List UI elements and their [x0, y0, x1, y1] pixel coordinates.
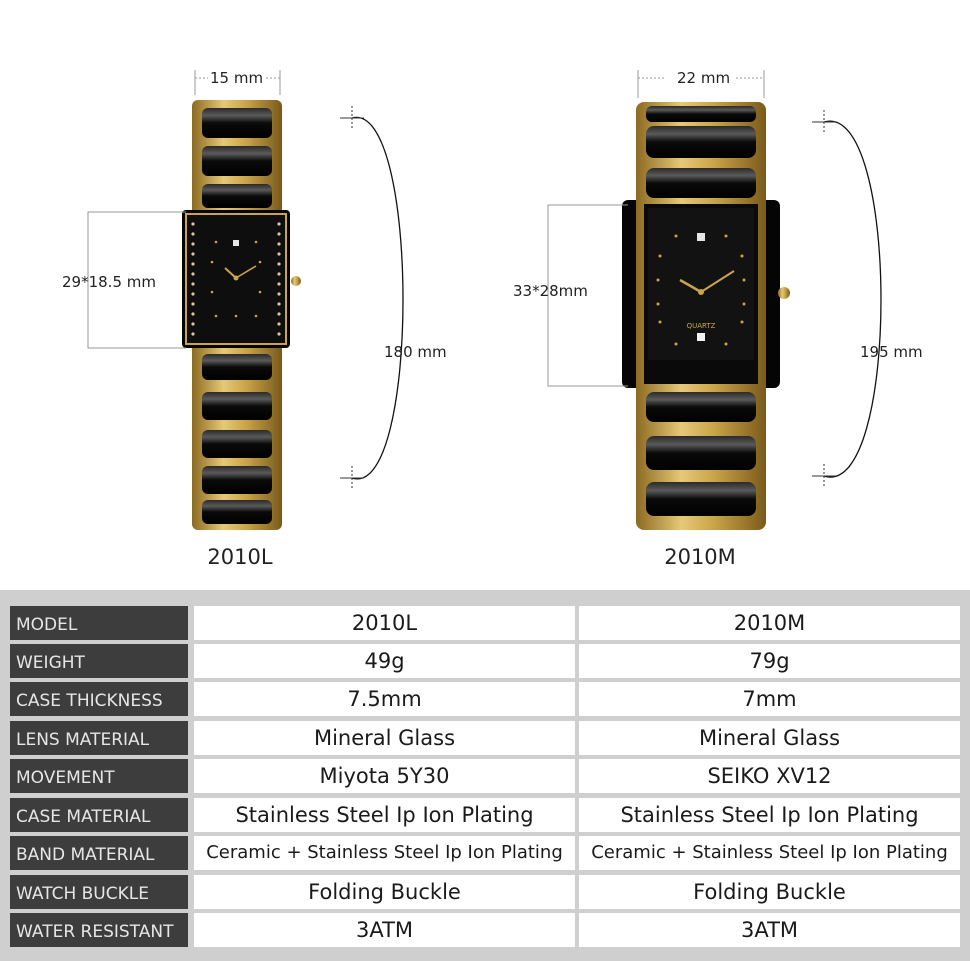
- spec-value-2010l: Ceramic + Stainless Steel Ip Ion Plating: [194, 836, 575, 870]
- length-label-2010m: 195 mm: [860, 343, 923, 361]
- spec-row-watch-buckle: WATCH BUCKLE Folding Buckle Folding Buck…: [10, 875, 970, 909]
- length-label-2010l: 180 mm: [384, 343, 447, 361]
- spec-value-2010m: 79g: [579, 644, 960, 678]
- spec-value-2010m: Folding Buckle: [579, 875, 960, 909]
- spec-value-2010m: 7mm: [579, 682, 960, 716]
- spec-row-band-material: BAND MATERIAL Ceramic + Stainless Steel …: [10, 836, 970, 870]
- spec-label: WATCH BUCKLE: [10, 875, 188, 909]
- spec-value-2010m: 3ATM: [579, 913, 960, 947]
- spec-value-2010l: 3ATM: [194, 913, 575, 947]
- watches-drawing: QUARTZ: [87, 70, 882, 530]
- spec-label: MODEL: [10, 606, 188, 640]
- product-illustration-area: QUARTZ 15 mm 29*18.5 mm 180 mm 2010L 22 …: [62, 69, 923, 569]
- spec-value-2010l: Folding Buckle: [194, 875, 575, 909]
- watch-2010m: QUARTZ: [547, 70, 882, 530]
- spec-label: MOVEMENT: [10, 759, 188, 793]
- spec-table: MODEL 2010L 2010M WEIGHT 49g 79g CASE TH…: [0, 590, 970, 961]
- spec-value-2010l: 2010L: [194, 606, 575, 640]
- spec-row-movement: MOVEMENT Miyota 5Y30 SEIKO XV12: [10, 759, 970, 793]
- spec-value-2010l: 7.5mm: [194, 682, 575, 716]
- spec-row-water-resistant: WATER RESISTANT 3ATM 3ATM: [10, 913, 970, 947]
- spec-label: CASE MATERIAL: [10, 798, 188, 832]
- spec-label: WEIGHT: [10, 644, 188, 678]
- case-size-label-2010l: 29*18.5 mm: [62, 273, 156, 291]
- spec-label: LENS MATERIAL: [10, 721, 188, 755]
- watch-2010l: [87, 70, 404, 530]
- spec-row-lens-material: LENS MATERIAL Mineral Glass Mineral Glas…: [10, 721, 970, 755]
- spec-value-2010l: Stainless Steel Ip Ion Plating: [194, 798, 575, 832]
- spec-label: CASE THICKNESS: [10, 682, 188, 716]
- spec-row-weight: WEIGHT 49g 79g: [10, 644, 970, 678]
- width-label-2010l: 15 mm: [210, 69, 264, 87]
- spec-value-2010m: Mineral Glass: [579, 721, 960, 755]
- case-size-label-2010m: 33*28mm: [513, 282, 588, 300]
- spec-value-2010l: 49g: [194, 644, 575, 678]
- spec-row-model: MODEL 2010L 2010M: [10, 606, 970, 640]
- spec-row-case-thickness: CASE THICKNESS 7.5mm 7mm: [10, 682, 970, 716]
- spec-value-2010l: Mineral Glass: [194, 721, 575, 755]
- dial-text: QUARTZ: [687, 322, 716, 330]
- width-label-2010m: 22 mm: [677, 69, 731, 87]
- spec-row-case-material: CASE MATERIAL Stainless Steel Ip Ion Pla…: [10, 798, 970, 832]
- spec-value-2010m: 2010M: [579, 606, 960, 640]
- model-caption-2010l: 2010L: [207, 545, 273, 569]
- spec-value-2010m: Stainless Steel Ip Ion Plating: [579, 798, 960, 832]
- spec-label: BAND MATERIAL: [10, 836, 188, 870]
- spec-label: WATER RESISTANT: [10, 913, 188, 947]
- spec-value-2010l: Miyota 5Y30: [194, 759, 575, 793]
- spec-value-2010m: SEIKO XV12: [579, 759, 960, 793]
- model-caption-2010m: 2010M: [664, 545, 736, 569]
- spec-value-2010m: Ceramic + Stainless Steel Ip Ion Plating: [579, 836, 960, 870]
